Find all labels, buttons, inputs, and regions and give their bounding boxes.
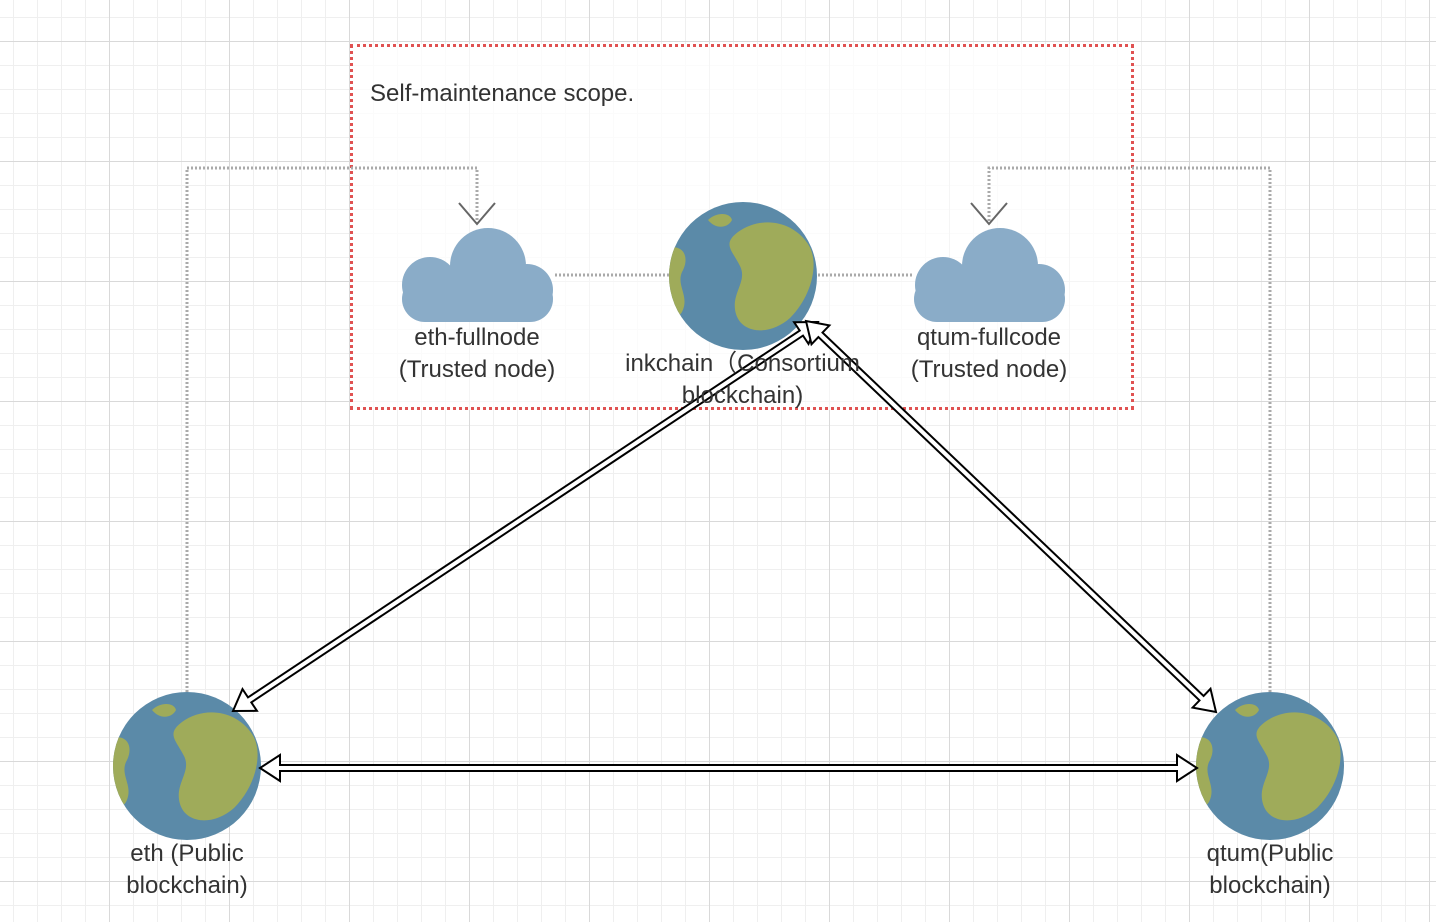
- edge-qtum-to-qtum-fullcode[interactable]: [987, 166, 1272, 692]
- node-label-qtum-fullcode: qtum-fullcode (Trusted node): [910, 324, 1068, 383]
- globe-icon[interactable]: [662, 202, 817, 350]
- arrowhead-qtum-fullcode: [970, 202, 1008, 226]
- node-label-inkchain: inkchain（Consortium blockchain): [625, 350, 860, 409]
- node-label-eth: eth (Public blockchain): [126, 840, 248, 899]
- arrowhead-eth-fullnode: [458, 202, 496, 226]
- globe-icon[interactable]: [1189, 692, 1344, 840]
- edge-eth-qtum[interactable]: [258, 753, 1199, 783]
- globe-icon[interactable]: [106, 692, 261, 840]
- node-label-qtum: qtum(Public blockchain): [1206, 840, 1334, 899]
- edge-inkchain-qtum[interactable]: [804, 319, 1218, 714]
- node-label-eth-fullnode: eth-fullnode (Trusted node): [398, 324, 556, 383]
- cloud-icon[interactable]: [914, 228, 1065, 322]
- cloud-icon[interactable]: [402, 228, 553, 322]
- edge-inkchain-eth[interactable]: [231, 320, 820, 713]
- edge-eth-to-eth-fullnode[interactable]: [185, 166, 479, 692]
- scope-label: Self-maintenance scope.: [370, 80, 635, 107]
